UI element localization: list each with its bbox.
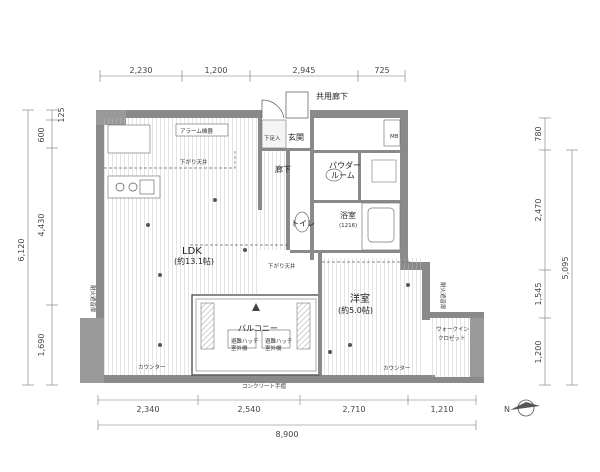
mb-label: MB — [390, 134, 399, 140]
alarm-label: アラーム機器 — [180, 127, 213, 135]
north-arrow-icon: N — [504, 399, 540, 417]
toilet-icon — [294, 211, 310, 233]
sink-icon — [325, 168, 343, 182]
dim-right-1: 780 — [534, 126, 543, 141]
kitchen-counter — [107, 175, 161, 199]
fire-door-label: 耐火遮音扉 — [439, 282, 447, 310]
balcony-label: バルコニー — [238, 324, 278, 333]
powder-label-2: ルーム — [331, 171, 355, 180]
balcony-note-3: 避難ハッチ — [265, 337, 293, 345]
western-room-floor — [322, 258, 422, 375]
dim-bottom-1: 2,340 — [137, 405, 160, 414]
shared-corridor-label: 共用廊下 — [316, 91, 348, 101]
dim-left-1: 125 — [57, 107, 66, 122]
outer-walls — [80, 110, 484, 383]
dim-left-5: 1,690 — [37, 334, 46, 357]
counter-label-2: カウンター — [383, 364, 411, 372]
mb-box — [383, 119, 401, 147]
entrance-door-swing — [261, 99, 285, 119]
alarm-box — [175, 123, 229, 137]
interior-walls — [258, 110, 400, 375]
fridge-space — [107, 124, 151, 154]
bathtub — [367, 207, 395, 243]
hatch-box-left — [227, 329, 257, 349]
dim-right-5: 1,200 — [534, 341, 543, 364]
balcony-note-1: 避難ハッチ — [231, 337, 259, 345]
light-marks — [146, 198, 410, 354]
bath-label: 浴室 — [340, 210, 356, 220]
entrance-label: 玄関 — [288, 132, 304, 142]
bath-size-label: (1216) — [339, 223, 357, 229]
dim-left-3: 4,430 — [37, 214, 46, 237]
lowered-ceiling-lines — [104, 150, 410, 263]
balcony-note-4: 室外機 — [265, 344, 282, 352]
powder-label: パウダー — [329, 160, 361, 170]
dim-bottom-total: 8,900 — [276, 430, 299, 439]
downlight-label-2: 下がり天井 — [268, 262, 296, 270]
ldk-area-label: (約13.1帖) — [174, 256, 214, 266]
balcony-unit-left — [200, 302, 215, 350]
dim-right-4: 1,545 — [534, 283, 543, 306]
dim-top-4: 725 — [374, 66, 389, 75]
shoes-label: 下足入 — [264, 135, 281, 142]
dim-left-4: 6,120 — [17, 239, 26, 262]
closet-floor — [430, 318, 470, 377]
dim-bottom-4: 1,210 — [431, 405, 454, 414]
entrance-floor — [261, 119, 287, 149]
closet-label: クロゼット — [438, 334, 466, 342]
fire-door-label-left: 耐火遮音扉 — [89, 285, 97, 313]
north-label: N — [504, 405, 510, 414]
toilet-label: トイレ — [291, 219, 315, 228]
balcony-note-2: 室外機 — [231, 344, 248, 352]
washer-space — [371, 159, 397, 183]
dim-right-2: 2,470 — [534, 199, 543, 222]
dim-top-2: 1,200 — [205, 66, 228, 75]
fire-mark-icon — [252, 303, 260, 311]
balcony-unit-right — [296, 302, 311, 350]
dimension-lines — [22, 70, 578, 430]
corridor-floor — [260, 150, 288, 250]
dim-bottom-3: 2,710 — [343, 405, 366, 414]
ldk-label: LDK — [182, 246, 202, 257]
western-room-label: 洋室 — [350, 292, 370, 305]
dim-bottom-2: 2,540 — [238, 405, 261, 414]
dim-top-1: 2,230 — [130, 66, 153, 75]
walkin-label: ウォークイン — [436, 325, 470, 333]
corridor-label: 廊下 — [275, 164, 291, 174]
hatch-box-right — [261, 329, 291, 349]
dim-top-3: 2,945 — [293, 66, 316, 75]
western-room-area-label: (約5.0帖) — [338, 305, 373, 315]
counter-label: カウンター — [138, 363, 166, 371]
concrete-label: コンクリート手摺 — [242, 382, 287, 390]
stove-icon — [115, 182, 125, 192]
entrance-porch — [285, 91, 309, 119]
downlight-label: 下がり天井 — [180, 158, 208, 166]
dim-left-2: 600 — [37, 127, 46, 142]
dim-right-3: 5,095 — [561, 257, 570, 280]
kitchen-sink-icon — [139, 179, 155, 195]
